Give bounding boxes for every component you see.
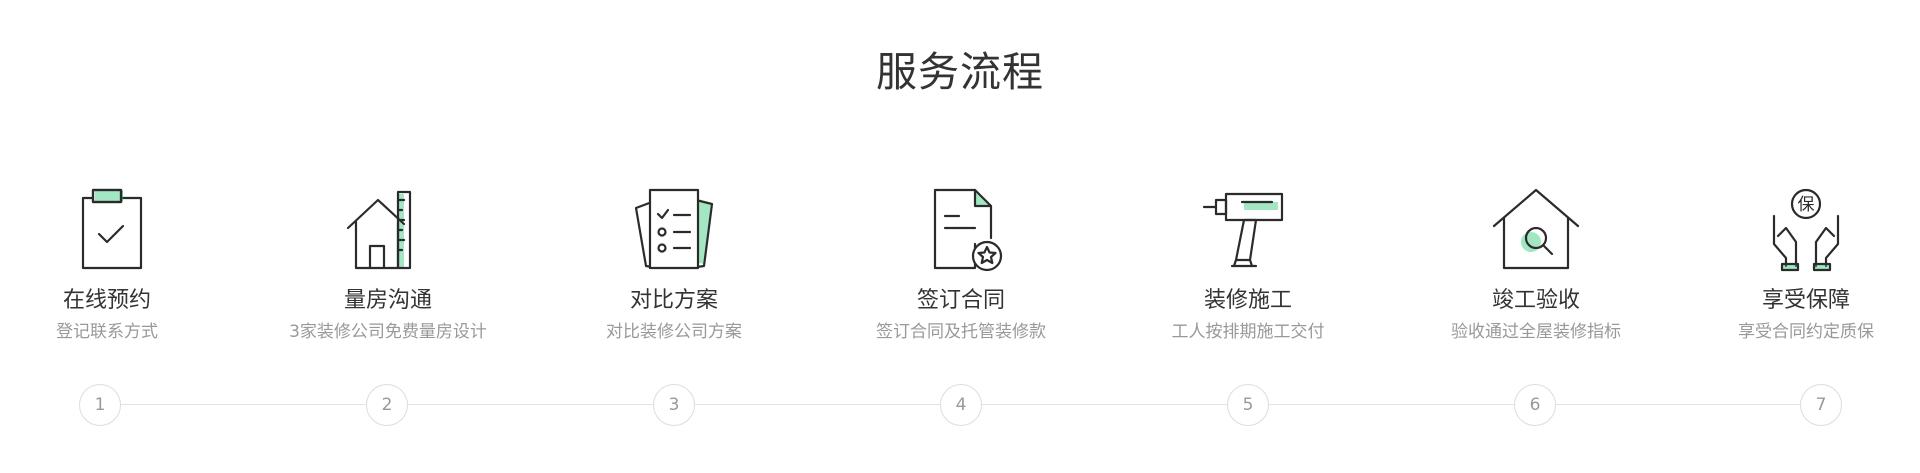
hands-guarantee-icon: 保: [1772, 188, 1840, 272]
step-title: 享受保障: [1761, 288, 1850, 313]
step-3: 对比方案 对比装修公司方案: [534, 186, 814, 344]
drill-icon: [1202, 192, 1284, 268]
step-desc: 工人按排期施工交付: [1171, 322, 1325, 342]
section-title: 服务流程: [876, 48, 1044, 96]
step-desc: 享受合同约定质保: [1738, 322, 1874, 342]
clipboard-check-icon: [81, 188, 143, 270]
step-desc: 验收通过全屋装修指标: [1451, 322, 1621, 342]
step-desc: 登记联系方式: [56, 322, 158, 342]
progress-timeline: 1 2 3 4 5 6 7: [0, 384, 1920, 426]
step-number-1: 1: [79, 384, 121, 426]
step-desc: 签订合同及托管装修款: [876, 322, 1046, 342]
step-title: 在线预约: [62, 288, 151, 313]
step-number-6: 6: [1514, 384, 1556, 426]
step-title: 装修施工: [1203, 288, 1292, 313]
step-5: 装修施工 工人按排期施工交付: [1108, 186, 1388, 344]
checklist-document-icon: [634, 188, 714, 270]
step-4: 签订合同 签订合同及托管装修款: [821, 186, 1101, 344]
step-title: 对比方案: [629, 288, 718, 313]
step-title: 竣工验收: [1491, 288, 1580, 313]
step-7: 保 享受保障 享受合同约定质保: [1666, 186, 1920, 344]
step-number-5: 5: [1227, 384, 1269, 426]
step-number-2: 2: [366, 384, 408, 426]
step-title: 签订合同: [916, 288, 1005, 313]
house-ruler-icon: [346, 190, 412, 270]
house-magnifier-icon: [1492, 188, 1580, 270]
step-title: 量房沟通: [343, 288, 432, 313]
step-1: 在线预约 登记联系方式: [0, 186, 247, 344]
step-desc: 3家装修公司免费量房设计: [289, 322, 487, 342]
step-number-7: 7: [1800, 384, 1842, 426]
step-6: 竣工验收 验收通过全屋装修指标: [1396, 186, 1676, 344]
step-number-3: 3: [653, 384, 695, 426]
step-desc: 对比装修公司方案: [606, 322, 742, 342]
step-2: 量房沟通 3家装修公司免费量房设计: [248, 186, 528, 344]
step-number-4: 4: [940, 384, 982, 426]
guarantee-badge-text: 保: [1798, 195, 1815, 215]
contract-star-icon: [933, 188, 1003, 272]
